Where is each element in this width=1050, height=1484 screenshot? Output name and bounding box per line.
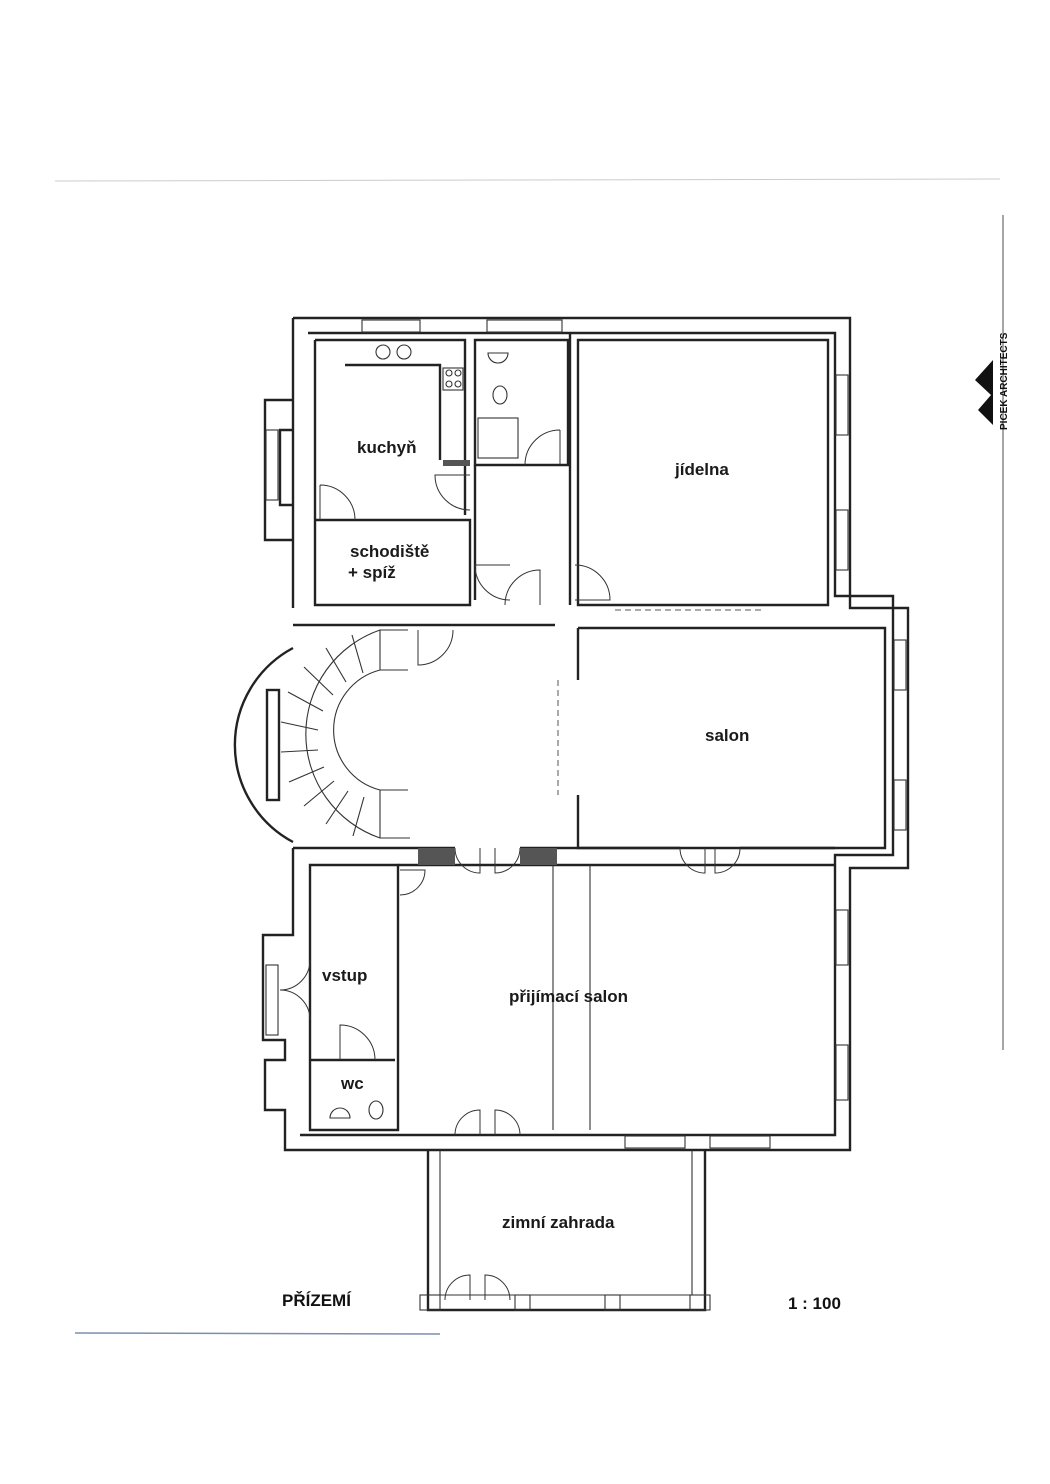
architect-logo: PICEK ARCHITECTS xyxy=(975,332,1010,430)
kitchen-fixtures xyxy=(375,344,470,466)
winter-garden xyxy=(419,1150,711,1312)
room-label-reception: přijímací salon xyxy=(509,987,628,1006)
room-label-wc: wc xyxy=(340,1074,364,1093)
windows xyxy=(265,319,907,1149)
room-label-stairs: schodiště xyxy=(350,542,429,561)
bathroom-fixtures xyxy=(329,352,519,1120)
room-label-winter-garden: zimní zahrada xyxy=(502,1213,615,1232)
scan-edge-bottom xyxy=(74,1332,441,1335)
reception-partitions xyxy=(552,865,591,1130)
door-swings xyxy=(279,429,741,1301)
floor-caption: PŘÍZEMÍ xyxy=(282,1291,352,1310)
logo-text: PICEK ARCHITECTS xyxy=(999,332,1010,430)
spiral-staircase xyxy=(233,629,410,844)
room-label-pantry: + spíž xyxy=(348,563,396,582)
room-label-salon: salon xyxy=(705,726,749,745)
room-label-kitchen: kuchyň xyxy=(357,438,417,457)
scan-edge-top xyxy=(54,178,1001,182)
room-label-dining: jídelna xyxy=(674,460,729,479)
room-label-entrance: vstup xyxy=(322,966,367,985)
scale-caption: 1 : 100 xyxy=(788,1294,841,1313)
outer-walls xyxy=(261,316,910,1152)
interior-walls xyxy=(293,333,887,1132)
